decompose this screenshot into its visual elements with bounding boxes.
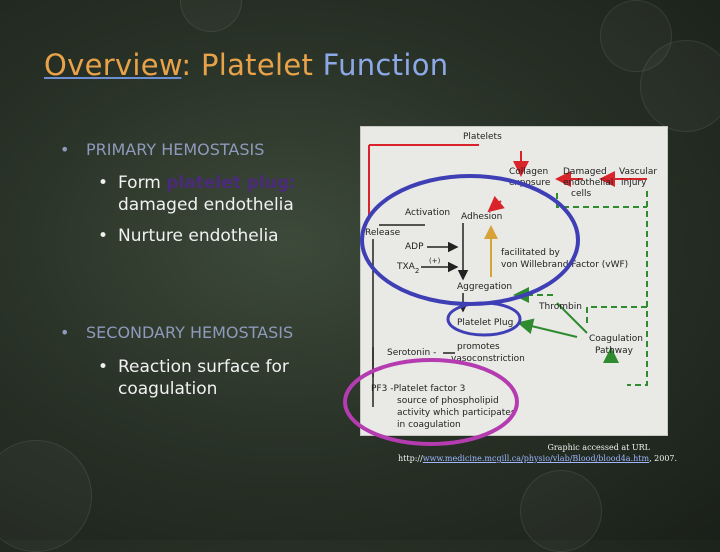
- bullet-form-text: Form: [118, 173, 167, 193]
- label-vascular-2: injury: [621, 178, 647, 188]
- label-pf3-1: PF3 -Platelet factor 3: [371, 384, 465, 394]
- label-pf3-4: in coagulation: [397, 420, 461, 430]
- bullet-secondary-hemostasis: • SECONDARY HEMOSTASIS: [60, 323, 293, 342]
- label-coag-1: Coagulation: [589, 334, 643, 344]
- label-pf3-3: activity which participates: [397, 408, 516, 418]
- bullet-dot: •: [98, 357, 109, 377]
- label-coag-2: Pathway: [595, 346, 634, 356]
- bullet-primary-text: PRIMARY HEMOSTASIS: [86, 140, 265, 159]
- dashed-pathway-loop: [586, 306, 647, 323]
- label-adp: ADP: [405, 242, 424, 252]
- label-platelet-plug: Platelet Plug: [457, 318, 513, 328]
- bullet-form-platelet-plug: • Form platelet plug: damaged endothelia: [98, 172, 296, 216]
- title-overview: Overview: [44, 48, 182, 82]
- bullet-secondary-text: SECONDARY HEMOSTASIS: [86, 323, 294, 342]
- label-vwf-2: von Willebrand Factor (vWF): [501, 260, 628, 270]
- platelet-function-diagram: Platelets Collagen exposure Damaged endo…: [360, 126, 668, 436]
- title-platelet: : Platelet: [181, 48, 323, 82]
- graphic-source-caption: Graphic accessed at URL http://www.medic…: [398, 442, 677, 464]
- bullet-form-emphasis: platelet plug:: [166, 173, 296, 193]
- bullet-form-line2: damaged endothelia: [118, 195, 294, 215]
- label-activation: Activation: [405, 208, 450, 218]
- label-damaged-1: Damaged: [563, 167, 607, 177]
- label-vwf-1: facilitated by: [501, 248, 561, 258]
- caption-line2: http://www.medicine.mcgill.ca/physio/vla…: [398, 453, 677, 464]
- bullet-nurture-endothelia: • Nurture endothelia: [98, 226, 279, 246]
- label-damaged-3: cells: [571, 189, 591, 199]
- slide-title: Overview: Platelet Function: [44, 48, 448, 82]
- dashed-injury-to-pathway: [627, 191, 648, 386]
- bullet-dot: •: [60, 323, 70, 342]
- bullet-dot: •: [98, 173, 109, 193]
- label-thrombin: Thrombin: [538, 302, 582, 312]
- label-aggregation: Aggregation: [457, 282, 512, 292]
- caption-prefix: http://: [398, 454, 423, 463]
- label-serotonin: Serotonin -: [387, 348, 436, 358]
- bullet-primary-hemostasis: • PRIMARY HEMOSTASIS: [60, 140, 264, 159]
- background-circle: [640, 40, 720, 132]
- caption-line1: Graphic accessed at URL: [547, 443, 650, 452]
- label-txa2: TXA2: [396, 262, 419, 275]
- bullet-dot: •: [98, 226, 109, 246]
- arrow-collagen-adhesion: [487, 195, 505, 213]
- bullet-reaction-line2: coagulation: [118, 379, 218, 399]
- label-platelets: Platelets: [463, 132, 502, 142]
- label-plus: (+): [429, 257, 441, 265]
- bullet-nurture-text: Nurture endothelia: [118, 226, 279, 246]
- background-circle: [600, 0, 672, 72]
- bullet-dot: •: [60, 140, 70, 159]
- title-function: Function: [322, 48, 449, 82]
- caption-suffix: , 2007.: [649, 454, 678, 463]
- label-damaged-2: endothelial: [563, 178, 613, 188]
- caption-url-link[interactable]: www.medicine.mcgill.ca/physio/vlab/Blood…: [422, 454, 650, 463]
- bullet-reaction-line1: Reaction surface for: [118, 357, 289, 377]
- label-adhesion: Adhesion: [461, 212, 502, 222]
- label-pf3-2: source of phospholipid: [397, 396, 499, 406]
- label-release: Release: [365, 228, 401, 238]
- label-collagen-1: Collagen: [509, 167, 548, 177]
- arrow-thrombin-to-coag: [556, 302, 588, 334]
- bullet-reaction-surface: • Reaction surface for coagulation: [98, 356, 289, 400]
- label-collagen-2: exposure: [509, 178, 551, 188]
- label-vascular-1: Vascular: [619, 167, 657, 177]
- background-circle: [180, 0, 242, 32]
- arrow-coag-to-plug: [517, 318, 578, 338]
- label-promotes-1: promotes: [457, 342, 500, 352]
- background-circle: [0, 440, 92, 552]
- label-promotes-2: vasoconstriction: [451, 354, 525, 364]
